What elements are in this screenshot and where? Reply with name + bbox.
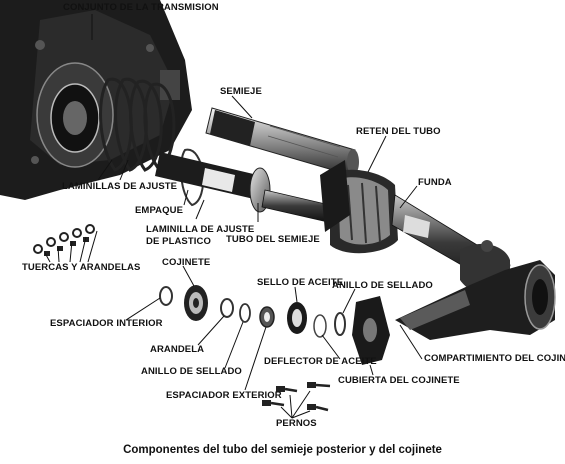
nuts-and-washers — [33, 224, 95, 256]
label-plastic-shim-line2: DE PLASTICO — [146, 236, 211, 247]
bearing-housing — [395, 240, 556, 340]
label-adjusting-shims: LAMINILLAS DE AJUSTE — [62, 181, 178, 192]
figure-caption: Componentes del tubo del semieje posteri… — [123, 444, 442, 456]
bolts — [262, 382, 331, 412]
bearing — [184, 285, 208, 321]
bearing-cover — [352, 296, 390, 365]
label-tube-retainer: RETEN DEL TUBO — [356, 126, 441, 137]
seal-ring-lower — [239, 303, 251, 323]
transmission-housing — [0, 0, 192, 200]
label-boot: FUNDA — [418, 177, 452, 188]
label-bolts: PERNOS — [276, 418, 317, 429]
oil-seal — [287, 302, 307, 334]
oil-deflector — [313, 314, 327, 338]
label-plastic-shim-line1: LAMINILLA DE AJUSTE — [146, 224, 255, 235]
label-transmission-housing: CONJUNTO DE LA TRANSMISION — [63, 2, 219, 13]
axle-shaft — [205, 107, 359, 176]
label-axle-tube: TUBO DEL SEMIEJE — [226, 234, 320, 245]
label-inner-spacer: ESPACIADOR INTERIOR — [50, 318, 163, 329]
outer-spacer — [259, 306, 275, 328]
seal-ring-upper — [334, 312, 346, 336]
label-oil-seal: SELLO DE ACEITE — [257, 277, 344, 288]
leader-lines — [44, 14, 423, 419]
label-gasket: EMPAQUE — [135, 205, 184, 216]
label-axle-shaft: SEMIEJE — [220, 86, 262, 97]
label-outer-spacer: ESPACIADOR EXTERIOR — [166, 390, 282, 401]
label-seal-ring-lower: ANILLO DE SELLADO — [141, 366, 242, 377]
label-bearing-housing: COMPARTIMIENTO DEL COJINETE — [424, 353, 565, 364]
label-seal-ring-upper: ANILLO DE SELLADO — [332, 280, 433, 291]
inner-spacer — [159, 286, 173, 306]
label-oil-deflector: DEFLECTOR DE ACEITE — [264, 356, 377, 367]
label-nuts-washers: TUERCAS Y ARANDELAS — [22, 262, 141, 273]
axle-tube-assembly — [261, 160, 511, 296]
label-bearing-cover: CUBIERTA DEL COJINETE — [338, 375, 460, 386]
washer — [220, 298, 234, 318]
label-bearing: COJINETE — [162, 257, 211, 268]
label-washer: ARANDELA — [150, 344, 205, 355]
